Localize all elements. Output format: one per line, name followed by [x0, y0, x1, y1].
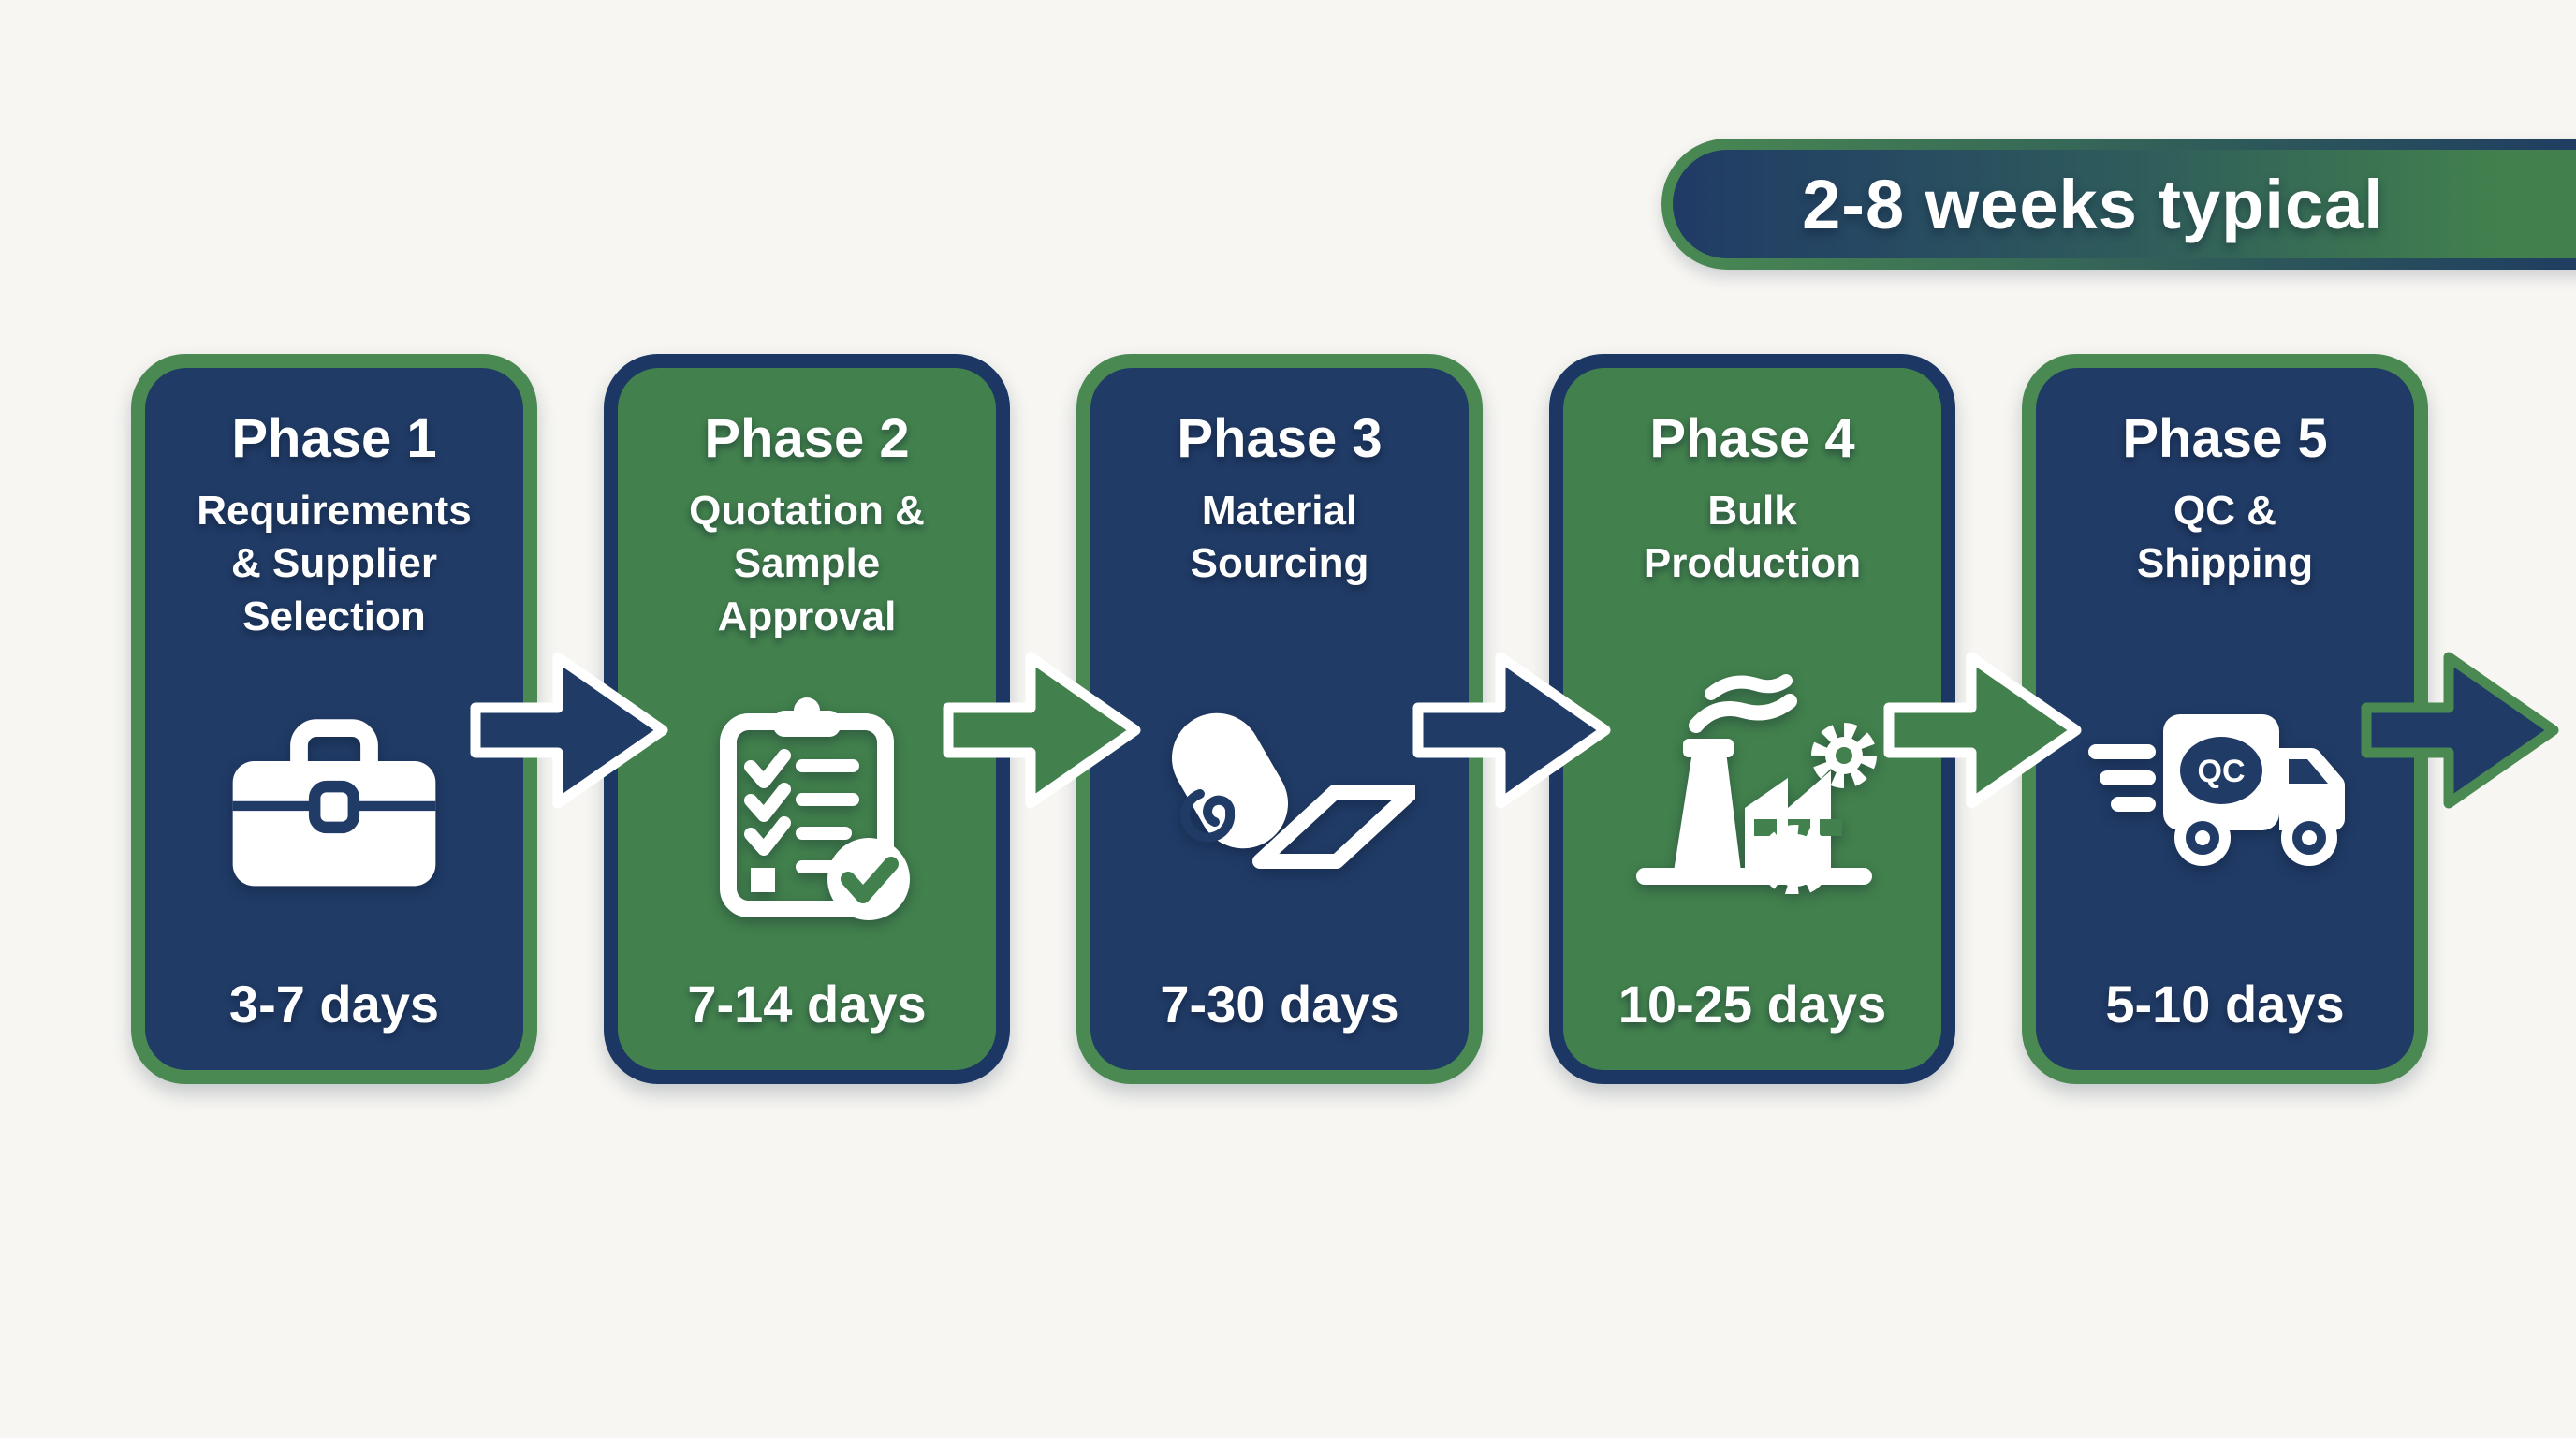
phase-1-title: Phase 1 — [231, 408, 437, 469]
typical-duration-badge: 2-8 weeks typical — [1661, 139, 2576, 270]
briefcase-icon-svg — [232, 719, 436, 887]
phase-2-title: Phase 2 — [704, 408, 910, 469]
phase-3-card: Phase 3 Material Sourcing 7-30 days — [1076, 354, 1483, 1084]
fabric-roll-icon — [1144, 591, 1415, 974]
arrow-phase3-to-phase4 — [1411, 637, 1617, 824]
arrow-phase5-out — [2359, 637, 2565, 824]
phase-1-subtitle: Requirements & Supplier Selection — [197, 488, 472, 639]
phase-4-title: Phase 4 — [1649, 408, 1855, 469]
phase-1-duration: 3-7 days — [228, 975, 440, 1034]
phase-3-title: Phase 3 — [1177, 408, 1383, 469]
phase-2-card: Phase 2 Quotation & Sample Approval — [604, 354, 1010, 1084]
phase-4-subtitle: Bulk Production — [1643, 488, 1862, 587]
clipboard-checklist-icon — [695, 643, 919, 974]
phase-4-card-inner: Phase 4 Bulk Production — [1563, 368, 1941, 1070]
briefcase-icon — [217, 643, 451, 974]
clipboard-checklist-icon-svg — [720, 697, 910, 921]
typical-duration-badge-inner: 2-8 weeks typical — [1673, 150, 2576, 258]
phase-2-subtitle: Quotation & Sample Approval — [689, 488, 925, 639]
factory-icon — [1621, 591, 1883, 974]
phase-3-subtitle: Material Sourcing — [1190, 488, 1369, 587]
phase-2-card-inner: Phase 2 Quotation & Sample Approval — [618, 368, 996, 1070]
phase-1-card-inner: Phase 1 Requirements & Supplier Selectio… — [145, 368, 523, 1070]
phase-3-duration: 7-30 days — [1160, 975, 1399, 1034]
phase-5-card-inner: Phase 5 QC & Shipping QC — [2036, 368, 2414, 1070]
arrow-phase4-to-phase5 — [1881, 637, 2087, 824]
phase-cards-row: Phase 1 Requirements & Supplier Selectio… — [131, 354, 2428, 1084]
arrow-phase1-to-phase2 — [468, 637, 674, 824]
phase-5-duration: 5-10 days — [2105, 975, 2345, 1034]
phase-1-card: Phase 1 Requirements & Supplier Selectio… — [131, 354, 537, 1084]
phase-3-card-inner: Phase 3 Material Sourcing 7-30 days — [1090, 368, 1469, 1070]
delivery-truck-icon: QC — [2085, 591, 2365, 974]
phase-5-card: Phase 5 QC & Shipping QC — [2022, 354, 2428, 1084]
phase-5-title: Phase 5 — [2122, 408, 2328, 469]
factory-icon-svg — [1636, 674, 1877, 895]
phase-4-duration: 10-25 days — [1617, 975, 1887, 1034]
typical-duration-label: 2-8 weeks typical — [1802, 165, 2384, 243]
arrow-phase2-to-phase3 — [941, 637, 1147, 824]
fabric-roll-icon-svg — [1172, 713, 1415, 870]
truck-qc-label: QC — [2198, 754, 2246, 789]
delivery-truck-icon-svg: QC — [2088, 714, 2346, 867]
phase-5-subtitle: QC & Shipping — [2136, 488, 2314, 587]
phase-2-duration: 7-14 days — [687, 975, 927, 1034]
